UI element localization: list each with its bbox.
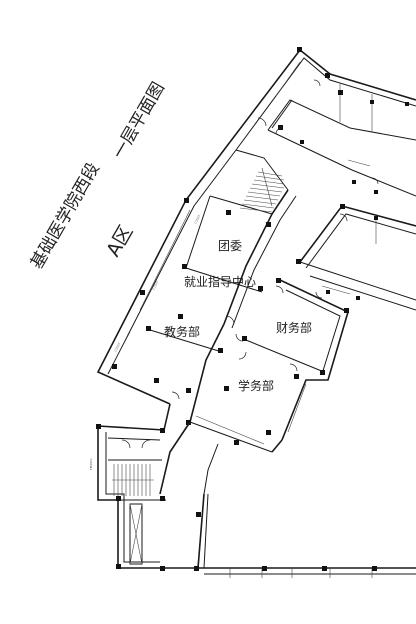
room-label-caiwu: 财务部: [276, 320, 312, 335]
svg-text:C1527: C1527: [151, 280, 159, 291]
east-wing: [296, 204, 416, 311]
svg-text:C1527: C1527: [113, 342, 121, 353]
southwest-stair-block: FM0921: [89, 424, 196, 571]
room-label-jiuye: 就业指导中心: [184, 274, 256, 289]
room-label-tuanwei: 团委: [218, 239, 242, 253]
north-wing: [229, 47, 416, 197]
plan-title: 基础医学院西段: [27, 159, 104, 272]
zone-label: A区: [102, 222, 137, 261]
plan-subtitle: 一层平面图: [109, 79, 169, 163]
stair-upper: [239, 167, 285, 213]
room-label-jiaowu: 教务部: [164, 324, 200, 339]
main-block: C1527 C1527 C1527: [96, 141, 297, 423]
finance-block: [186, 278, 349, 453]
south-corridor: [159, 403, 416, 578]
svg-text:FM0921: FM0921: [89, 458, 93, 470]
room-label-xuewu: 学务部: [238, 378, 274, 393]
svg-text:C1527: C1527: [193, 214, 201, 225]
